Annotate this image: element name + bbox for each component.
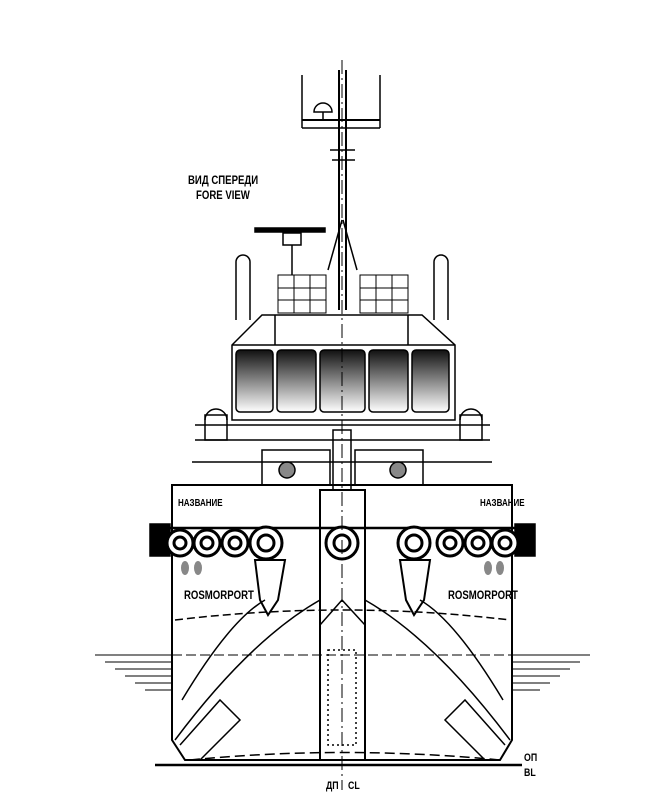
anchor-pockets bbox=[253, 559, 432, 617]
baseline-label-en: BL bbox=[524, 767, 536, 779]
owner-label-right: ROSMORPORT bbox=[448, 588, 518, 602]
superstructure bbox=[192, 408, 492, 491]
owner-label-left: ROSMORPORT bbox=[184, 588, 254, 602]
baseline-label-ru: ОП bbox=[524, 752, 538, 764]
mast bbox=[301, 70, 381, 310]
centerline-label-ru: ДП bbox=[326, 780, 339, 792]
top-deck-railings bbox=[277, 274, 409, 314]
radar-antenna bbox=[254, 227, 326, 275]
view-title-en: FORE VIEW bbox=[196, 188, 250, 202]
tyre-fenders bbox=[165, 525, 520, 561]
centerline-label-en: CL bbox=[348, 780, 360, 792]
ship-name-left: НАЗВАНИЕ bbox=[178, 498, 223, 509]
view-title-ru: ВИД СПЕРЕДИ bbox=[188, 173, 259, 187]
hull bbox=[149, 484, 536, 761]
exhaust-pipe-right bbox=[433, 254, 449, 320]
exhaust-pipe-left bbox=[235, 254, 251, 320]
ship-name-right: НАЗВАНИЕ bbox=[480, 498, 525, 509]
wheelhouse bbox=[231, 314, 456, 421]
